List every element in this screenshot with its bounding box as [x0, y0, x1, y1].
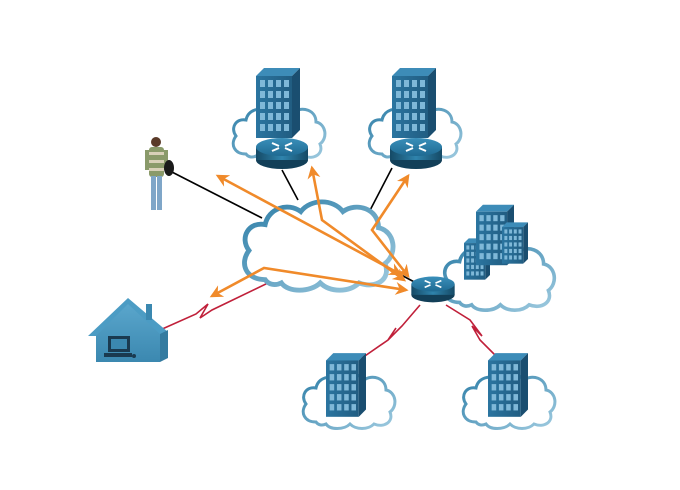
home-office	[88, 298, 168, 362]
house-chimney	[146, 304, 152, 320]
mobile-user-person-icon	[145, 137, 174, 210]
branch-router-1-icon	[255, 137, 309, 170]
branch-building-2	[392, 68, 436, 138]
computer-icon	[104, 336, 136, 358]
link-remote-site-2-serial	[445, 304, 499, 359]
traffic-arrow-to-home-office	[209, 266, 409, 298]
traffic-arrow-to-branch-2	[370, 173, 410, 279]
link-remote-site-1-serial	[361, 304, 421, 359]
traffic-flows	[209, 165, 410, 298]
branch-site-1	[231, 68, 327, 170]
remote-site-1-building	[326, 353, 366, 417]
branch-site-2	[367, 68, 463, 170]
link-branch-router-1-to-internet	[281, 169, 299, 201]
remote-site-2-building	[488, 353, 528, 417]
link-home-office-serial	[159, 281, 271, 331]
central-router-icon	[410, 275, 456, 304]
remote-site-2	[461, 353, 557, 430]
link-mobile-user-to-internet	[167, 169, 263, 219]
branch-building-1	[256, 68, 300, 138]
branch-router-2-icon	[389, 137, 443, 170]
headquarters-building-mid	[502, 222, 528, 264]
headquarters-site	[442, 204, 557, 313]
remote-site-1	[301, 353, 397, 430]
traffic-arrow-to-branch-1	[307, 165, 407, 282]
